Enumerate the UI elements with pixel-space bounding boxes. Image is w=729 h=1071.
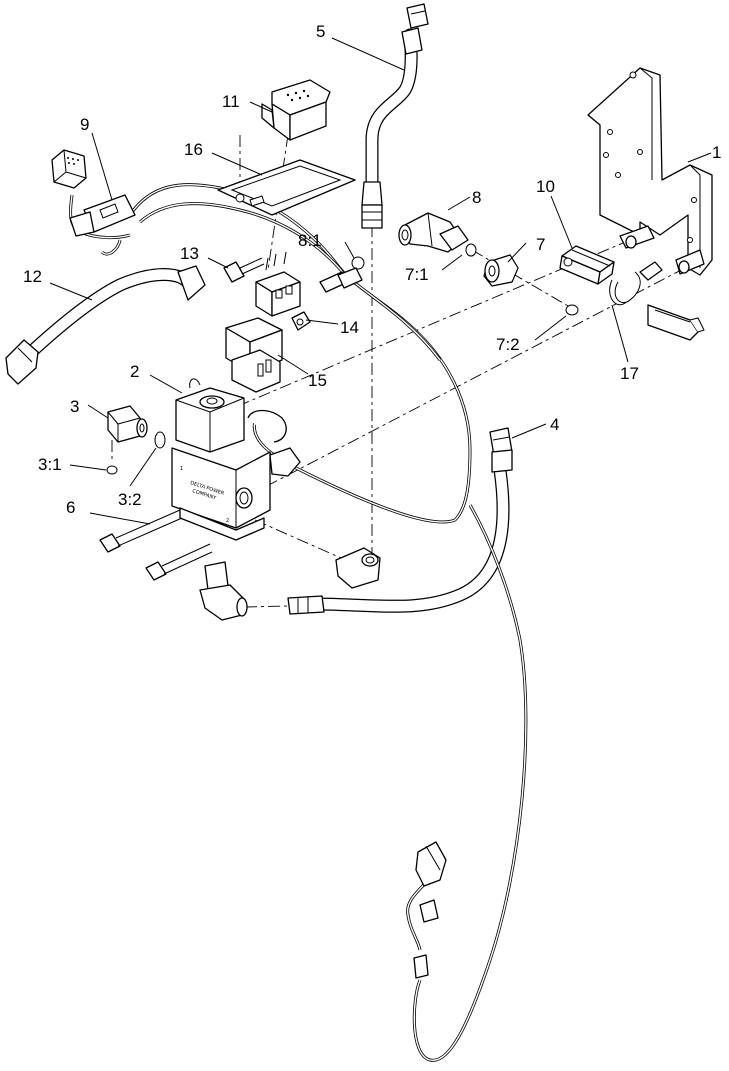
part-3-2-o-ring <box>154 431 166 449</box>
callout-3: 3 <box>70 397 79 416</box>
callout-3-2: 3:2 <box>118 490 142 509</box>
callout-10: 10 <box>536 177 555 196</box>
right-elbow-fitting <box>335 547 381 589</box>
part-13-screw <box>223 257 265 283</box>
lower-elbow-fitting <box>199 561 248 621</box>
part-17-connector <box>609 261 705 341</box>
callout-1: 1 <box>712 143 721 162</box>
callout-9: 9 <box>80 115 89 134</box>
valve-port-1: 1 <box>180 466 183 472</box>
part-5-hose <box>361 3 429 229</box>
part-10-connector <box>559 245 615 285</box>
assembly-centerlines <box>111 134 686 608</box>
callout-17: 17 <box>620 364 639 383</box>
part-4-hose <box>287 427 513 615</box>
part-3-1-o-ring <box>106 465 118 475</box>
callout-13: 13 <box>180 244 199 263</box>
sensor-cable <box>406 504 528 1062</box>
callout-12: 12 <box>23 267 42 286</box>
valve-port-2: 2 <box>226 518 229 524</box>
terminal-block <box>255 251 301 317</box>
callout-15: 15 <box>308 371 327 390</box>
callout-7: 7 <box>536 235 545 254</box>
part-8-elbow <box>398 212 469 253</box>
callout-5: 5 <box>316 22 325 41</box>
callout-8: 8 <box>472 188 481 207</box>
part-6-bolts <box>99 509 213 581</box>
part-7-2-o-ring <box>565 304 579 316</box>
callout-7-1: 7:1 <box>405 265 429 284</box>
part-16-decal <box>217 159 356 216</box>
leader-lines <box>49 37 712 525</box>
callouts: 1 2 3 3:1 3:2 4 5 6 7 7:1 7:2 8 8:1 9 10… <box>23 22 721 517</box>
part-15-relay <box>225 317 283 393</box>
part-7-1-o-ring <box>465 243 477 257</box>
mounting-bracket <box>587 67 713 276</box>
callout-2: 2 <box>130 362 139 381</box>
callout-3-1: 3:1 <box>38 455 62 474</box>
part-7-fitting <box>483 254 519 287</box>
callout-11: 11 <box>222 92 240 111</box>
part-12-hose <box>5 265 206 385</box>
callout-8-1: 8:1 <box>298 231 322 250</box>
part-2-solenoid-valve: DELTA POWER COMPANY 1 2 <box>171 378 301 541</box>
part-3-elbow <box>107 405 148 443</box>
callout-16: 16 <box>184 140 203 159</box>
part-11-switch <box>261 79 331 141</box>
callout-14: 14 <box>340 318 359 337</box>
callout-4: 4 <box>550 415 559 434</box>
callout-7-2: 7:2 <box>496 335 520 354</box>
callout-6: 6 <box>66 498 75 517</box>
part-8-1-o-ring <box>351 256 365 270</box>
